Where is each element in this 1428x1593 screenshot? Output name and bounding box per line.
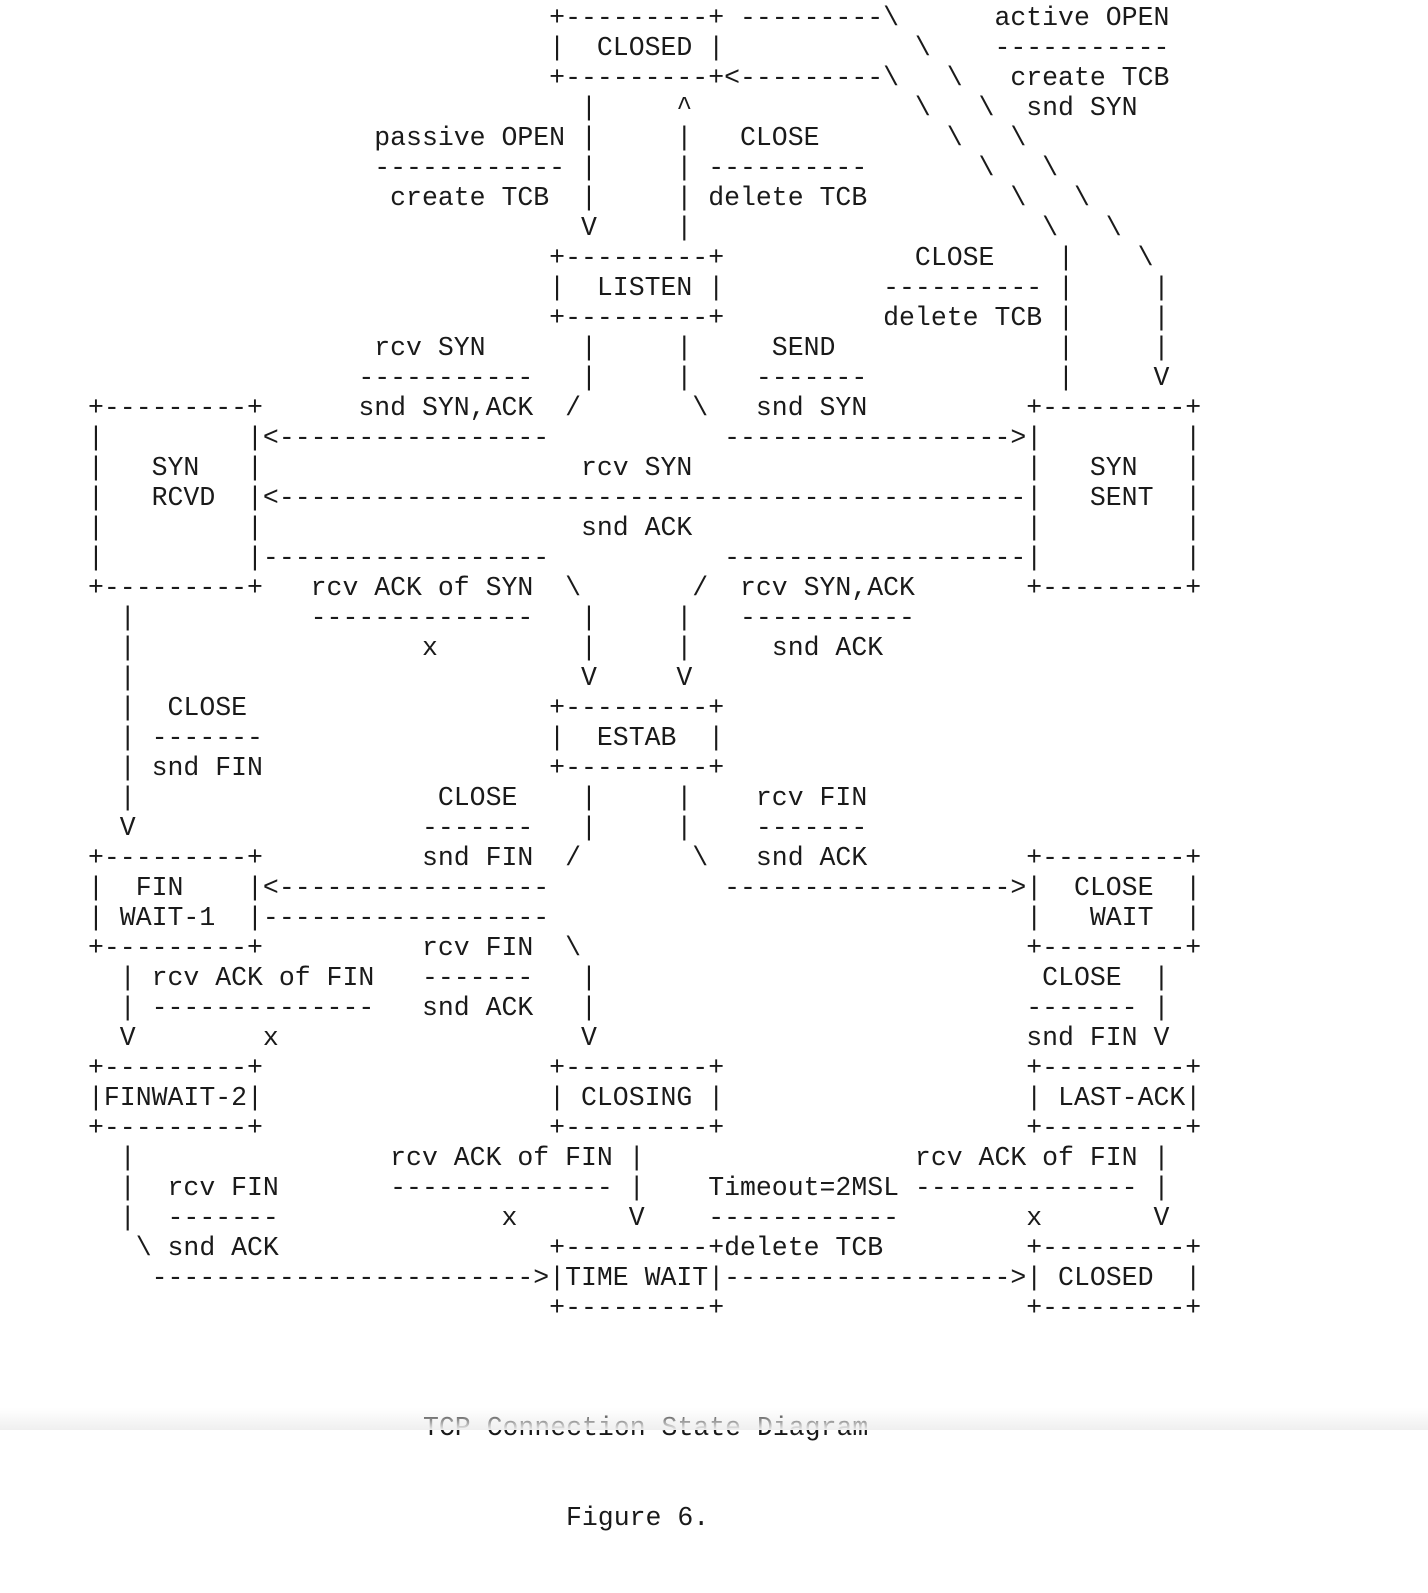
diagram-line: | rcv ACK of FIN ------- | CLOSE | bbox=[88, 963, 1170, 993]
diagram-line: +---------+ delete TCB | | bbox=[88, 303, 1170, 333]
diagram-line: | CLOSE +---------+ bbox=[88, 693, 725, 723]
diagram-line: +---------+ snd FIN / \ snd ACK +-------… bbox=[88, 843, 1202, 873]
diagram-line: V ------- | | ------- bbox=[88, 813, 868, 843]
document-page: +---------+ ---------\ active OPEN | CLO… bbox=[0, 3, 1428, 1533]
diagram-line: | -------------- snd ACK | ------- | bbox=[88, 993, 1170, 1023]
diagram-line: |FINWAIT-2| | CLOSING | | LAST-ACK| bbox=[88, 1083, 1202, 1113]
diagram-line: | V V bbox=[88, 663, 693, 693]
diagram-line: +---------+ +---------+ +---------+ bbox=[88, 1053, 1202, 1083]
diagram-line: | -------------- | | ----------- bbox=[88, 603, 915, 633]
diagram-line: | ------- | ESTAB | bbox=[88, 723, 725, 753]
diagram-line: \ snd ACK +---------+delete TCB +-------… bbox=[88, 1233, 1202, 1263]
diagram-line: | ------- x V ------------ x V bbox=[88, 1203, 1170, 1233]
diagram-line: | LISTEN | ---------- | | bbox=[88, 273, 1170, 303]
diagram-line: | CLOSE | | rcv FIN bbox=[88, 783, 868, 813]
diagram-line: rcv SYN | | SEND | | bbox=[88, 333, 1170, 363]
diagram-line: | |------------------ ------------------… bbox=[88, 543, 1202, 573]
diagram-line: | |<----------------- ------------------… bbox=[88, 423, 1202, 453]
tcp-state-diagram: +---------+ ---------\ active OPEN | CLO… bbox=[88, 3, 1202, 1323]
bottom-shadow bbox=[0, 1408, 1428, 1430]
diagram-line: | snd FIN +---------+ bbox=[88, 753, 725, 783]
diagram-line: | SYN | rcv SYN | SYN | bbox=[88, 453, 1202, 483]
diagram-line: +---------+ rcv FIN \ +---------+ bbox=[88, 933, 1202, 963]
diagram-line: | rcv FIN -------------- | Timeout=2MSL … bbox=[88, 1173, 1170, 1203]
diagram-line: +---------+ ---------\ active OPEN bbox=[88, 3, 1170, 33]
diagram-line: | FIN |<----------------- --------------… bbox=[88, 873, 1202, 903]
diagram-line: +---------+ rcv ACK of SYN \ / rcv SYN,A… bbox=[88, 573, 1202, 603]
diagram-line: | RCVD |<-------------------------------… bbox=[88, 483, 1202, 513]
diagram-line: | | snd ACK | | bbox=[88, 513, 1202, 543]
diagram-line: | x | | snd ACK bbox=[88, 633, 884, 663]
diagram-line: | ^ \ \ snd SYN bbox=[88, 93, 1138, 123]
diagram-line: +---------+ CLOSE | \ bbox=[88, 243, 1154, 273]
diagram-line: | rcv ACK of FIN | rcv ACK of FIN | bbox=[88, 1143, 1170, 1173]
diagram-line: passive OPEN | | CLOSE \ \ bbox=[88, 123, 1027, 153]
diagram-line: V | \ \ bbox=[88, 213, 1122, 243]
caption-figure-number: Figure 6. bbox=[566, 1503, 710, 1533]
diagram-line: +---------+ snd SYN,ACK / \ snd SYN +---… bbox=[88, 393, 1202, 423]
diagram-line: | WAIT-1 |------------------ | WAIT | bbox=[88, 903, 1202, 933]
diagram-line: ------------------------>|TIME WAIT|----… bbox=[88, 1263, 1202, 1293]
diagram-line: V x V snd FIN V bbox=[88, 1023, 1170, 1053]
diagram-line: +---------+ +---------+ +---------+ bbox=[88, 1113, 1202, 1143]
diagram-line: | CLOSED | \ ----------- bbox=[88, 33, 1170, 63]
diagram-line: create TCB | | delete TCB \ \ bbox=[88, 183, 1090, 213]
diagram-line: ----------- | | ------- | V bbox=[88, 363, 1170, 393]
diagram-line: +---------+ +---------+ bbox=[88, 1293, 1202, 1323]
diagram-line: ------------ | | ---------- \ \ bbox=[88, 153, 1059, 183]
diagram-line: +---------+<---------\ \ create TCB bbox=[88, 63, 1170, 93]
figure-caption: TCP Connection State Diagram Figure 6. bbox=[88, 1353, 1088, 1593]
